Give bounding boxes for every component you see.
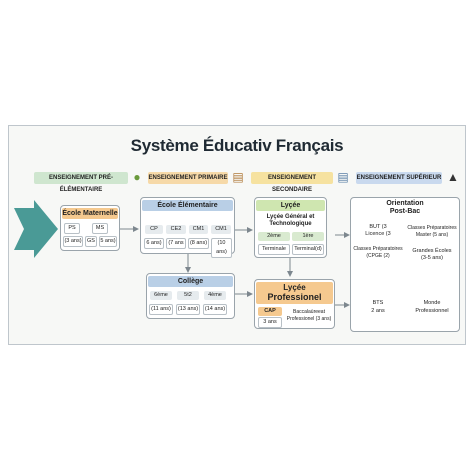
superieur-box (350, 197, 460, 332)
lycee-pro-title-line1: Lyçée (283, 283, 306, 292)
lycee-title: Lyçée (256, 200, 325, 211)
lycee-pro-cap: CAP (258, 307, 282, 316)
bts-line2: 2 ans (371, 308, 385, 314)
lycee-terminale: Terminale (258, 244, 290, 255)
diagram-title: Système Éducativ Français (130, 136, 344, 155)
category-superieur: ENSEIGNEMENT SUPÉRIEUR (356, 172, 442, 184)
grandes-ecoles-line1: Grandes Écoles (412, 248, 452, 254)
apple-icon: ● (133, 170, 141, 184)
elementaire-title: École Élémentaire (142, 200, 233, 211)
bts-line1: BTS (372, 300, 384, 306)
elementaire-age-ce2: (7 ans (166, 238, 186, 249)
college-level-4: 4ème (204, 291, 226, 300)
college-age-4: (14 ans) (203, 304, 227, 315)
cpge-line2: (CPGE (2) (366, 253, 390, 259)
elementaire-age-cm2: (10 ans) (211, 238, 232, 258)
lycee-subtitle-line1: Lyçée Général et (266, 214, 315, 220)
category-pre-elementaire: ENSEIGNEMENT PRÉ-ÉLÉMENTAIRE (34, 172, 128, 193)
lycee-pro-cap-age: 3 ans (258, 317, 282, 328)
master-line1: Classes Préparatoires (407, 225, 457, 231)
superieur-title-line1: Orientation (386, 200, 424, 207)
category-secondaire: ENSEIGNEMENT SECONDAIRE (251, 172, 333, 193)
grandes-ecoles-line2: (3-5 ans) (420, 255, 443, 261)
college-age-6: (11 ans) (149, 304, 173, 315)
superieur-title-line2: Post-Bac (389, 208, 421, 215)
cpge-line1: Classes Préparatoires (353, 246, 403, 252)
master-line2: Master (5 ans) (415, 232, 449, 238)
lycee-pro-bac-line1: Baccalaùreeat (293, 309, 325, 315)
elementaire-age-cp: 6 ans) (144, 238, 164, 249)
books-icon: ▤ (232, 170, 244, 184)
college-level-6: 6ème (150, 291, 172, 300)
college-title: Collège (148, 276, 233, 287)
graduation-cap-icon: ▲ (447, 170, 459, 184)
category-primaire: ENSEIGNEMENT PRIMAIRE (148, 172, 228, 184)
maternelle-level-ps: PS (64, 223, 80, 234)
lycee-level-1ere: 1ère (292, 232, 324, 241)
elementaire-level-cp: CP (145, 225, 163, 234)
elementaire-level-cm1: CM1 (189, 225, 208, 234)
monde-pro-line1: Monde (423, 300, 441, 306)
but-line2: Licence (3 (365, 231, 391, 237)
elementaire-level-cm1-b: CM1 (211, 225, 231, 234)
lycee-pro-bac-line2: Professionel (3 ans) (286, 316, 332, 322)
maternelle-title: École Maternelle (62, 208, 118, 219)
lycee-pro-title-line2: Professionel (267, 292, 322, 302)
college-age-5: (13 ans) (176, 304, 200, 315)
but-line1: BUT (3 (369, 224, 387, 230)
maternelle-level-gs: GS (85, 236, 97, 247)
elementaire-level-ce2: CE2 (166, 225, 186, 234)
lycee-subtitle-line2: Technologique (269, 221, 312, 227)
maternelle-age-end: 5 ans) (99, 236, 117, 247)
maternelle-level-ms: MS (92, 223, 108, 234)
elementaire-age-cm1: (8 ans) (188, 238, 209, 249)
lycee-level-2nde: 2ème (258, 232, 290, 241)
college-level-5: 5t2 (177, 291, 199, 300)
maternelle-age-start: (3 ans) (63, 236, 83, 247)
monde-pro-line2: Professionnel (415, 308, 449, 314)
lycee-terminale-b: Terminal(d) (292, 244, 324, 255)
lycee-pro-title-box (256, 282, 333, 304)
book-stack-icon: ▤ (337, 170, 349, 184)
